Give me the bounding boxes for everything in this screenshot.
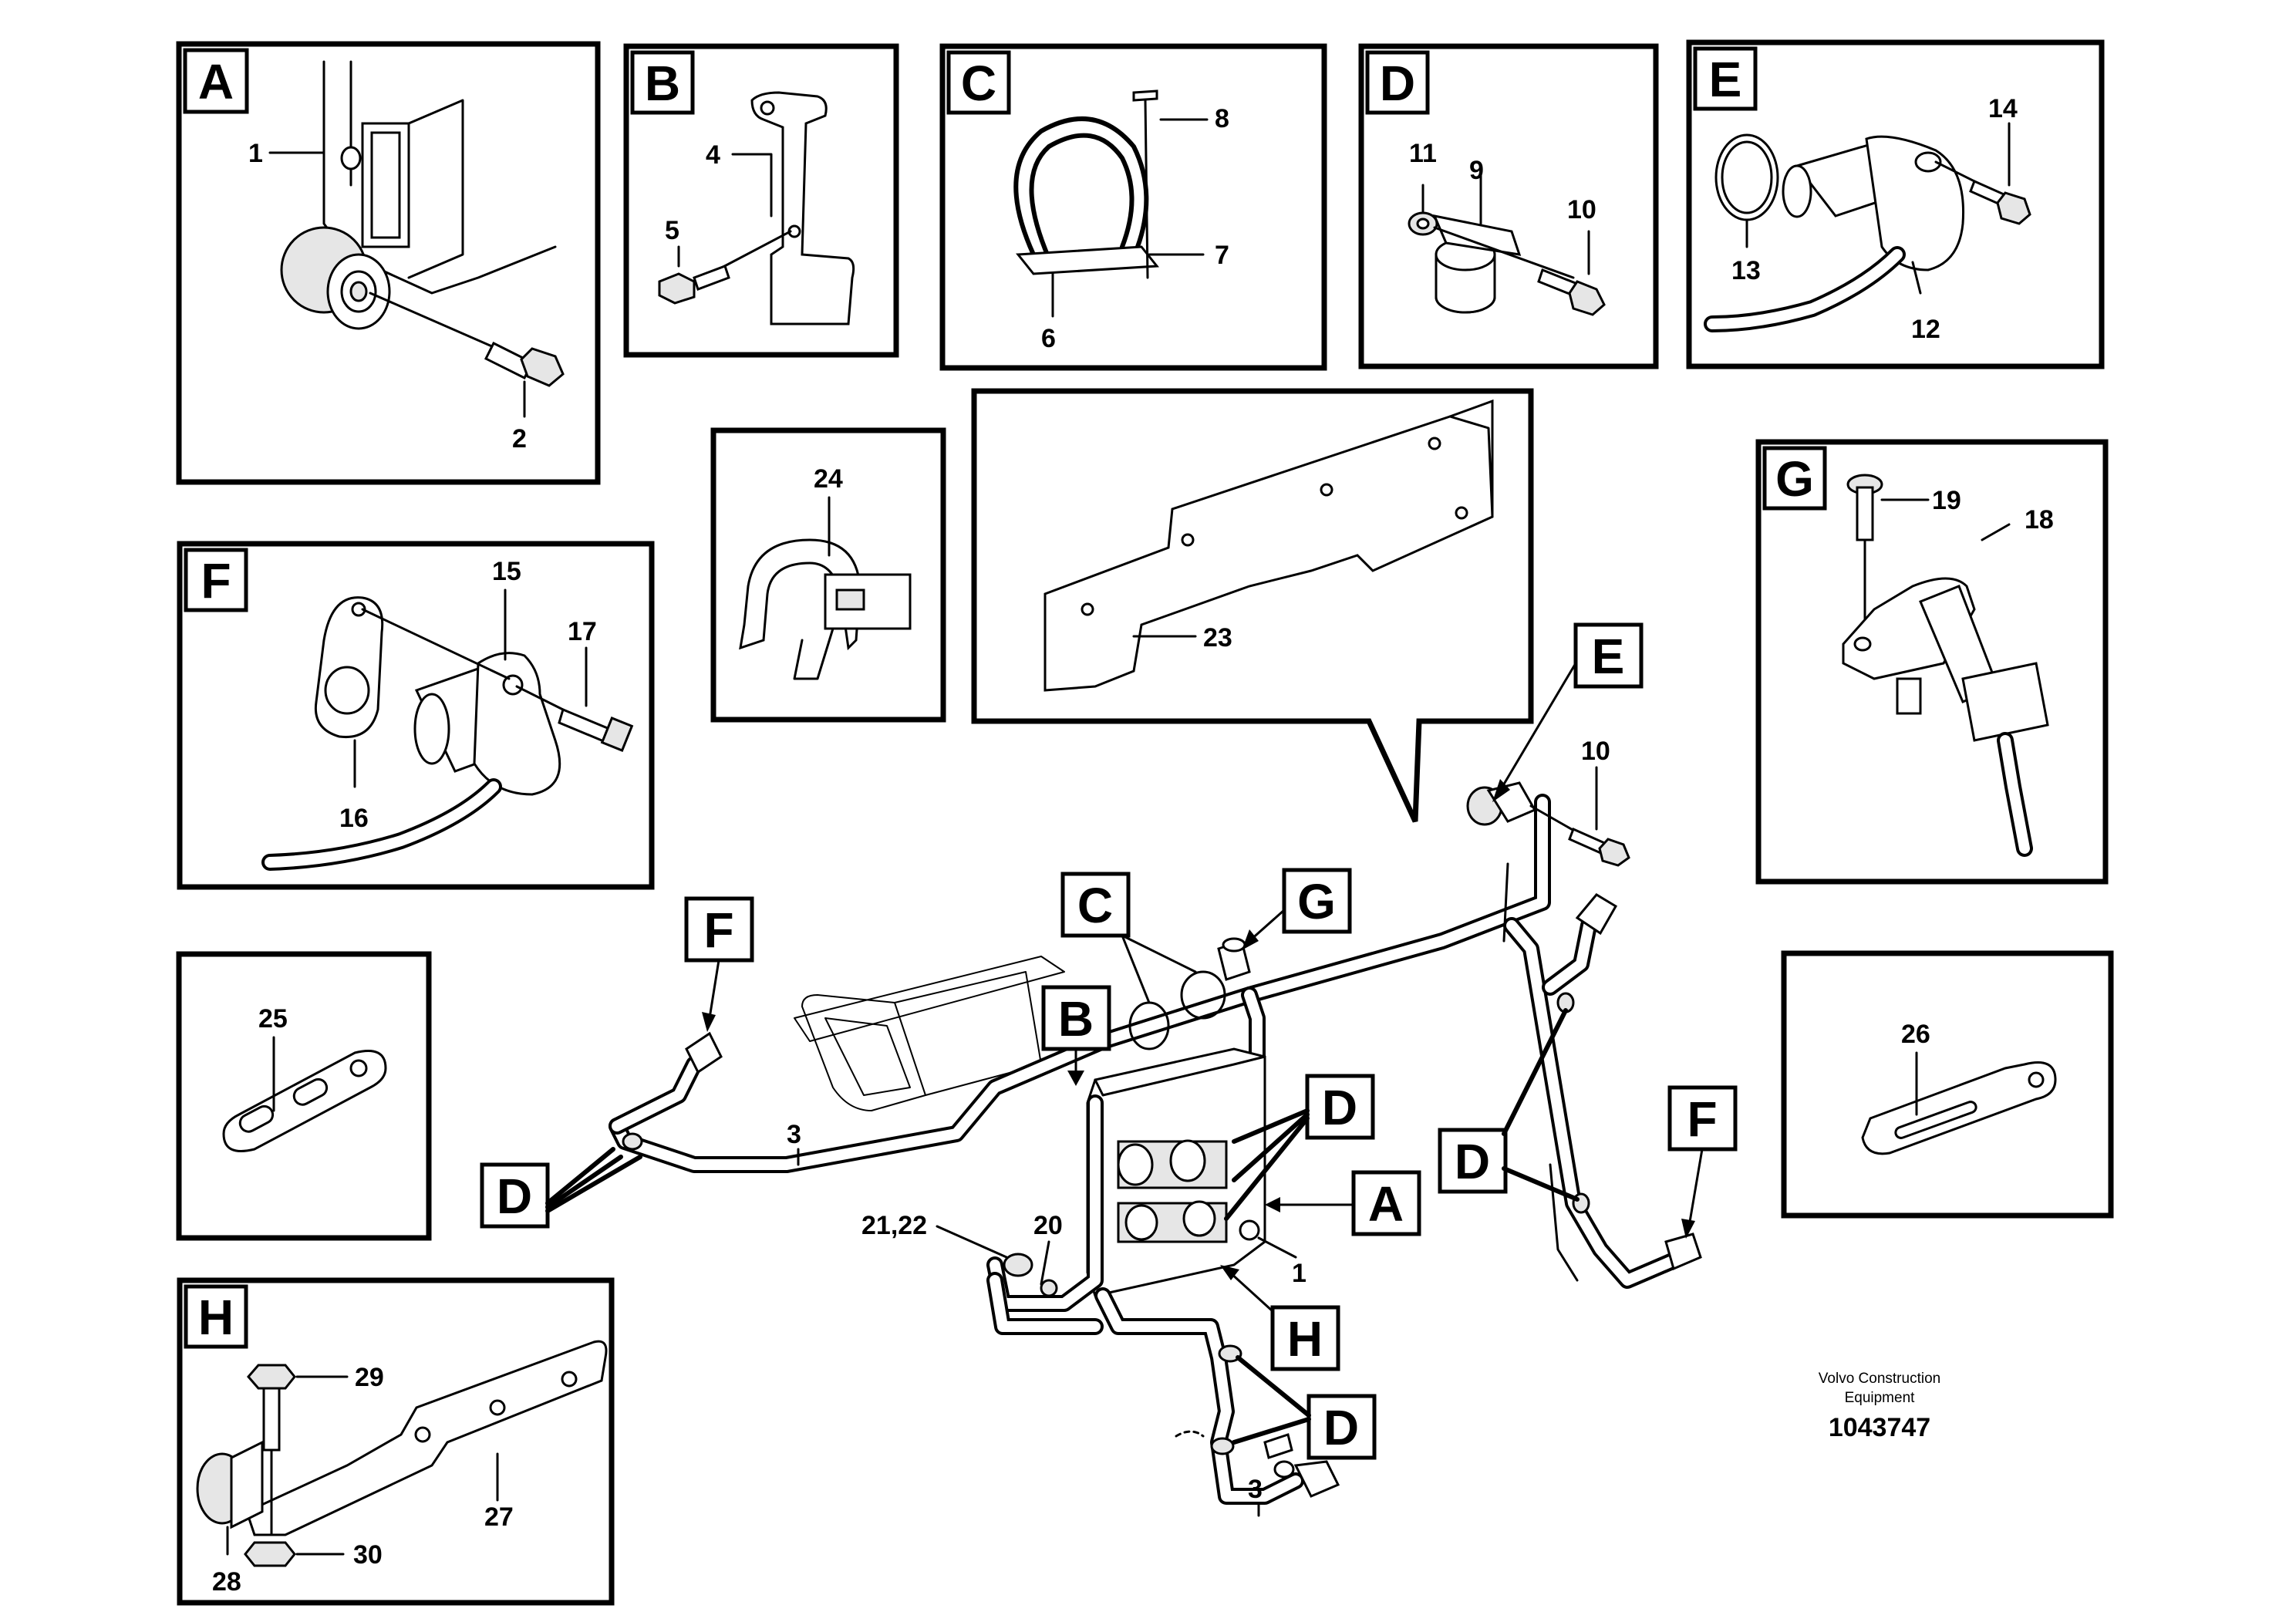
panel-d-letter: D (1380, 56, 1415, 111)
label-5: 5 (665, 216, 679, 245)
label-11: 11 (1409, 139, 1437, 168)
callouts: E C G B F F D D (480, 622, 1738, 1460)
callout-h: H (1287, 1311, 1323, 1367)
callout-d-left: D (497, 1168, 532, 1224)
label-1-main: 1 (1292, 1259, 1306, 1288)
label-20: 20 (1033, 1211, 1063, 1240)
label-6: 6 (1041, 324, 1056, 353)
detail-panel-d: D 11 9 10 (1358, 43, 1659, 369)
label-10-main: 10 (1581, 737, 1610, 766)
label-4: 4 (706, 140, 720, 170)
detail-panel-24: 24 (710, 427, 946, 723)
label-14: 14 (1988, 94, 2018, 123)
caption-line-1: Volvo Construction (1819, 1371, 1940, 1387)
label-2: 2 (512, 424, 527, 454)
caption-line-2: Equipment (1845, 1390, 1916, 1406)
panel-b-letter: B (645, 56, 680, 111)
detail-panel-c: C 8 7 6 (939, 43, 1327, 371)
panel-g-letter: G (1775, 451, 1814, 507)
label-13: 13 (1731, 256, 1761, 285)
callout-f-left: F (703, 902, 733, 958)
label-19: 19 (1932, 486, 1961, 515)
label-8: 8 (1215, 104, 1229, 133)
footer-caption: Volvo Construction Equipment 1043747 (1819, 1371, 1940, 1442)
main-assembly (609, 781, 1702, 1505)
label-12: 12 (1911, 315, 1940, 344)
panel-a-letter: A (198, 54, 234, 110)
label-9: 9 (1469, 156, 1484, 185)
label-1: 1 (248, 139, 263, 168)
callout-a: A (1368, 1176, 1404, 1232)
panel-h-letter: H (198, 1290, 234, 1345)
label-17: 17 (568, 617, 597, 646)
callout-g: G (1297, 874, 1336, 929)
label-18: 18 (2025, 505, 2054, 534)
detail-panel-26: 26 (1781, 950, 2114, 1219)
label-24: 24 (814, 464, 843, 494)
callout-e: E (1592, 629, 1625, 684)
callout-d-right: D (1455, 1134, 1490, 1189)
label-3-bottom: 3 (1248, 1475, 1263, 1504)
detail-panel-f: F 15 17 16 (177, 541, 655, 890)
callout-f-right: F (1687, 1091, 1717, 1147)
label-26: 26 (1901, 1020, 1930, 1049)
label-15: 15 (492, 557, 521, 586)
detail-panel-e: E 14 13 12 (1686, 39, 2105, 369)
label-7: 7 (1215, 241, 1229, 270)
label-27: 27 (484, 1502, 514, 1532)
detail-panel-h: H 29 27 28 30 (177, 1277, 615, 1606)
document-number: 1043747 (1829, 1413, 1930, 1442)
label-28: 28 (212, 1567, 241, 1597)
detail-panel-25: 25 (176, 951, 432, 1241)
label-29: 29 (355, 1363, 384, 1392)
label-3-top: 3 (787, 1120, 801, 1149)
label-23: 23 (1203, 623, 1232, 653)
panel-f-letter: F (201, 553, 231, 609)
panel-c-letter: C (961, 56, 996, 111)
label-16: 16 (339, 804, 369, 833)
callout-d-bottom: D (1323, 1400, 1359, 1455)
detail-panel-g: G 19 18 (1755, 439, 2109, 885)
detail-panel-23: 23 (971, 388, 1534, 823)
label-25: 25 (258, 1004, 288, 1034)
callout-d-mid: D (1322, 1080, 1357, 1135)
callout-b: B (1058, 991, 1094, 1047)
label-21-22: 21,22 (861, 1211, 927, 1240)
label-30: 30 (353, 1540, 383, 1570)
panel-e-letter: E (1709, 52, 1742, 107)
callout-c: C (1077, 878, 1113, 933)
detail-panel-b: B 4 5 (623, 43, 899, 358)
detail-panel-a: A 1 2 (176, 41, 601, 485)
main-labels: 10 3 21,22 20 1 3 (787, 737, 1610, 1517)
label-10: 10 (1567, 195, 1596, 224)
